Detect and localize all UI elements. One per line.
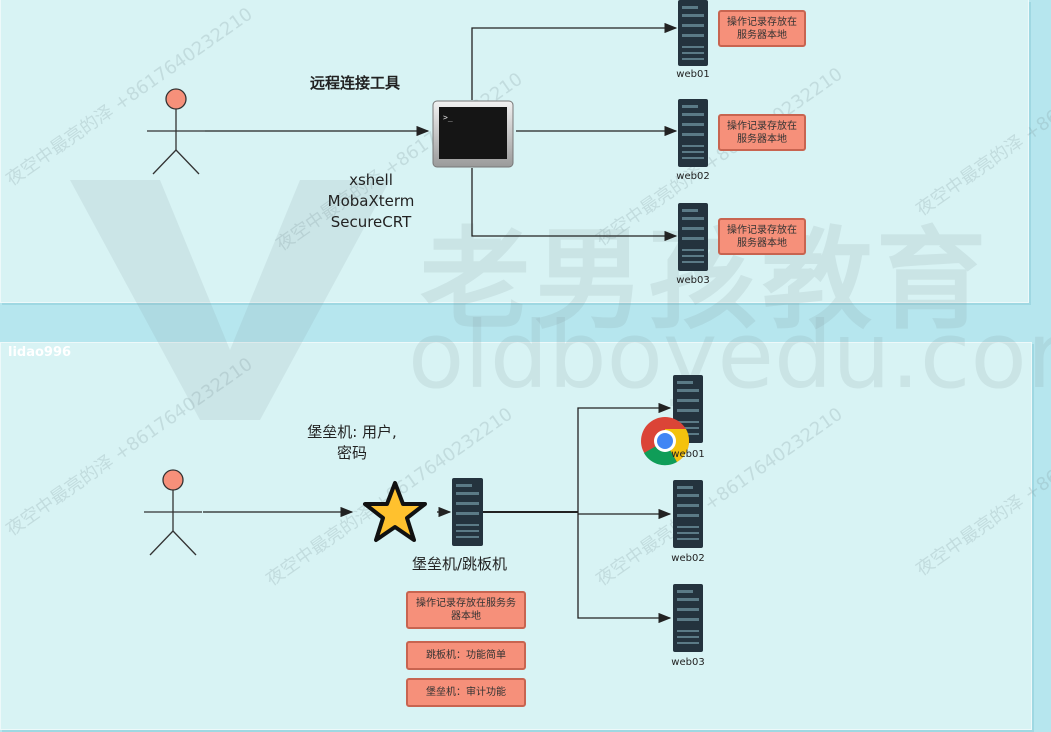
user-actor-icon: [147, 88, 205, 175]
terminal-icon: >_: [432, 100, 514, 168]
tool-mobaxterm: MobaXterm: [327, 192, 415, 210]
user-tag: lidao996: [8, 345, 72, 360]
bastion-auth-label: 堡垒机: 用户, 密码: [307, 423, 397, 462]
user-actor-icon: [144, 469, 202, 556]
note-web01: 操作记录存放在服务器本地: [718, 10, 806, 47]
svg-text:>_: >_: [443, 113, 453, 122]
bastion-label: 堡垒机/跳板机: [412, 555, 508, 573]
star-icon: [363, 481, 427, 542]
chrome-icon: [641, 417, 690, 466]
note-bastion-audit: 堡垒机：审计功能: [406, 678, 526, 707]
top-diagram-panel: [0, 0, 1029, 303]
note-web02: 操作记录存放在服务器本地: [718, 114, 806, 151]
server-name-web02-bottom: web02: [671, 553, 705, 564]
server-name-web03-bottom: web03: [671, 657, 705, 668]
note-bastion-records: 操作记录存放在服务务器本地: [406, 591, 526, 629]
server-name-web01: web01: [676, 69, 710, 80]
server-name-web03: web03: [676, 275, 710, 286]
server-rack-icon: [673, 584, 703, 652]
tool-xshell: xshell: [349, 171, 393, 189]
server-name-web02: web02: [676, 171, 710, 182]
bastion-server-icon: [452, 478, 483, 546]
server-rack-icon: [678, 99, 708, 167]
tool-securecrt: SecureCRT: [330, 213, 412, 231]
note-web03: 操作记录存放在服务器本地: [718, 218, 806, 255]
server-rack-icon: [678, 0, 708, 66]
server-rack-icon: [673, 480, 703, 548]
watermark-logo-icon: [70, 180, 390, 420]
server-rack-icon: [678, 203, 708, 271]
server-name-web01-bottom: web01: [671, 449, 705, 460]
remote-tool-title: 远程连接工具: [310, 74, 401, 92]
note-jumpserver: 跳板机：功能简单: [406, 641, 526, 670]
